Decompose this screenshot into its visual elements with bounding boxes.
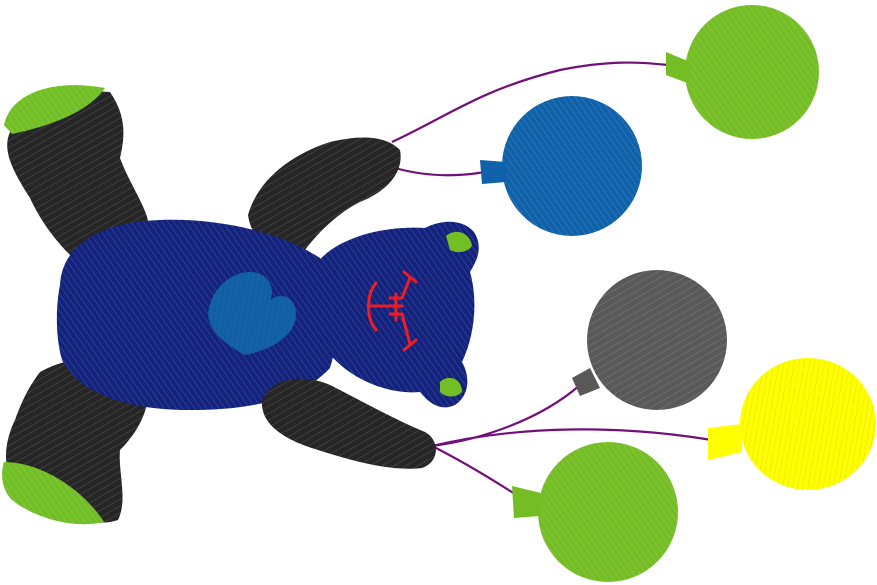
- string-yellow: [431, 428, 713, 448]
- teddy-bear-icon: [2, 85, 479, 525]
- balloon-knot: [666, 52, 690, 84]
- balloon-knot: [480, 160, 506, 184]
- bear-ear-inner-bottom: [440, 377, 462, 397]
- balloon-knot: [572, 368, 600, 396]
- balloon-blue: [480, 96, 642, 236]
- balloon-bottom-green: [512, 442, 678, 582]
- balloon-strings: [391, 61, 713, 497]
- balloon-yellow: [708, 358, 876, 490]
- bear-nose: [366, 292, 404, 322]
- string-bottom-green: [431, 445, 519, 497]
- balloon-knot: [512, 486, 545, 518]
- string-blue: [394, 166, 486, 177]
- balloon-gray: [572, 270, 727, 410]
- string-top-green: [391, 61, 669, 143]
- bear-ear-inner-top: [446, 231, 472, 253]
- balloon-knot: [708, 424, 742, 460]
- bear-eye-bottom: [400, 312, 418, 352]
- bear-face: [366, 270, 418, 352]
- bear-eye-top: [400, 270, 418, 300]
- balloon-top-green: [666, 5, 819, 139]
